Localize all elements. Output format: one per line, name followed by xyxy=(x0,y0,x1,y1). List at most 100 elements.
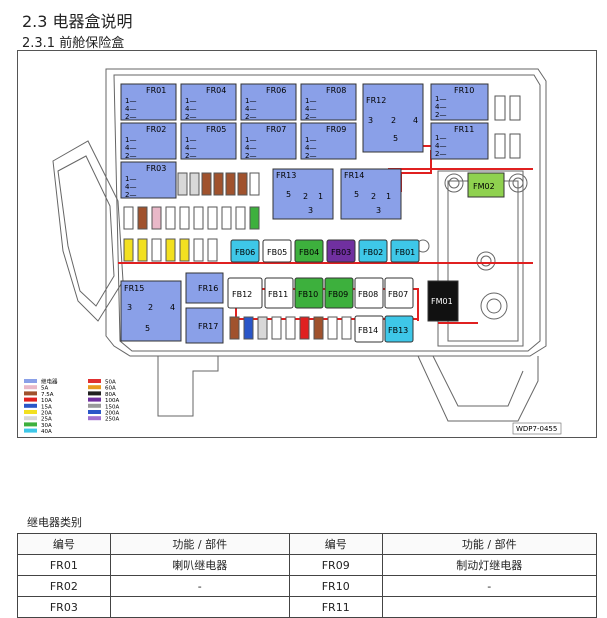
legend-label: 20A xyxy=(41,411,52,417)
svg-text:FB13: FB13 xyxy=(388,326,408,335)
svg-text:2—: 2— xyxy=(245,113,256,121)
svg-text:1—: 1— xyxy=(185,136,196,144)
legend-swatch xyxy=(88,403,101,408)
svg-text:4—: 4— xyxy=(125,144,136,152)
svg-text:1—: 1— xyxy=(305,97,316,105)
svg-text:FR11: FR11 xyxy=(454,125,474,134)
fuse-fb04: FB04 xyxy=(294,239,324,263)
svg-text:FM01: FM01 xyxy=(431,297,453,306)
svg-text:FR04: FR04 xyxy=(206,86,226,95)
svg-text:FB14: FB14 xyxy=(358,326,378,335)
relay-fr01-label: FR01 xyxy=(146,86,166,95)
table-cell: FR02 xyxy=(17,575,111,597)
table-row: FR02-FR10- xyxy=(17,575,598,597)
legend-label: 100A xyxy=(105,398,119,404)
legend-label: 80A xyxy=(105,392,116,398)
svg-text:2—: 2— xyxy=(185,113,196,121)
legend-swatch xyxy=(24,397,37,402)
legend-label: 150A xyxy=(105,404,119,410)
svg-text:2—: 2— xyxy=(125,152,136,160)
svg-text:4—: 4— xyxy=(435,103,446,111)
table-cell: FR01 xyxy=(17,554,111,576)
table-cell: FR09 xyxy=(288,554,383,576)
legend-label: 15A xyxy=(41,404,52,410)
fuse-fb13: FB13 xyxy=(384,315,414,343)
legend-swatch xyxy=(88,391,101,396)
legend-swatch xyxy=(24,428,37,433)
fuse-fb10: FB10 xyxy=(294,277,324,309)
relay-fr17: FR17 xyxy=(185,307,224,344)
housing-outline xyxy=(52,68,547,422)
relay-fr05: FR05 1—4—2— xyxy=(180,122,237,160)
svg-text:1—: 1— xyxy=(245,97,256,105)
relay-fr02: FR02 1—4—2— xyxy=(120,122,177,160)
table-cell: 喇叭继电器 xyxy=(109,554,290,576)
svg-text:FR02: FR02 xyxy=(146,125,166,134)
svg-text:2—: 2— xyxy=(305,152,316,160)
svg-text:FR08: FR08 xyxy=(326,86,346,95)
legend-label: 继电器 xyxy=(41,378,58,386)
svg-text:1—: 1— xyxy=(185,97,196,105)
table-cell: 制动灯继电器 xyxy=(381,554,598,576)
svg-text:4—: 4— xyxy=(245,144,256,152)
svg-text:FR15: FR15 xyxy=(124,284,144,293)
svg-text:4—: 4— xyxy=(305,105,316,113)
legend-label: 50A xyxy=(105,380,116,386)
svg-text:1—: 1— xyxy=(435,134,446,142)
svg-text:FR12: FR12 xyxy=(366,96,386,105)
svg-text:FR07: FR07 xyxy=(266,125,286,134)
legend-swatch xyxy=(24,385,37,390)
fuse-fb12: FB12 xyxy=(227,277,263,309)
legend-label: 40A xyxy=(41,429,52,435)
svg-text:4—: 4— xyxy=(125,183,136,191)
legend-label: 250A xyxy=(105,417,119,423)
section-title: 2.3 电器盒说明 xyxy=(22,12,133,31)
relay-fr11: FR11 1—4—2— xyxy=(430,122,489,160)
svg-text:FB07: FB07 xyxy=(388,290,408,299)
table-cell: - xyxy=(381,575,598,597)
svg-text:4—: 4— xyxy=(185,144,196,152)
legend-label: 60A xyxy=(105,386,116,392)
svg-text:FB11: FB11 xyxy=(268,290,288,299)
svg-text:1: 1 xyxy=(318,192,323,201)
svg-text:2—: 2— xyxy=(435,111,446,119)
svg-text:1—: 1— xyxy=(305,136,316,144)
svg-text:4: 4 xyxy=(413,116,418,125)
relay-table-header: 编号功能 / 部件编号功能 / 部件 xyxy=(17,533,598,555)
subsection-title: 2.3.1 前舱保险盒 xyxy=(22,36,125,51)
svg-text:1—: 1— xyxy=(125,97,136,105)
table-header-cell: 功能 / 部件 xyxy=(109,533,290,555)
legend-swatch xyxy=(88,379,101,383)
legend-label: 7.5A xyxy=(41,392,54,398)
relay-fr04: FR04 1—4—2— xyxy=(180,83,237,121)
svg-text:4—: 4— xyxy=(435,142,446,150)
legend-swatch xyxy=(88,397,101,402)
svg-text:2: 2 xyxy=(148,303,153,312)
svg-text:2—: 2— xyxy=(245,152,256,160)
fuse-fb07: FB07 xyxy=(384,277,414,309)
legend-swatch xyxy=(24,422,37,427)
svg-text:FR17: FR17 xyxy=(198,322,218,331)
svg-text:FB09: FB09 xyxy=(328,290,348,299)
svg-text:5: 5 xyxy=(354,190,359,199)
svg-text:5: 5 xyxy=(393,134,398,143)
svg-text:FB08: FB08 xyxy=(358,290,378,299)
svg-text:4—: 4— xyxy=(245,105,256,113)
svg-text:5: 5 xyxy=(145,324,150,333)
legend-label: 10A xyxy=(41,398,52,404)
svg-text:4—: 4— xyxy=(305,144,316,152)
table-cell: FR10 xyxy=(288,575,383,597)
legend-swatch xyxy=(24,379,37,383)
legend-label: 200A xyxy=(105,411,119,417)
svg-text:FB03: FB03 xyxy=(331,248,351,257)
legend-swatch xyxy=(88,385,101,390)
fuse-color-legend: 继电器5A7.5A10A15A20A25A30A40A50A60A80A100A… xyxy=(24,378,119,435)
legend-swatch xyxy=(88,416,101,421)
legend-swatch xyxy=(24,403,37,408)
svg-text:FB02: FB02 xyxy=(363,248,383,257)
fuse-box-diagram: FR01 1—4—2— FR04 1—4—2— FR06 1—4—2— FR08… xyxy=(17,50,597,438)
fuse-fb06: FB06 xyxy=(230,239,260,263)
svg-text:1—: 1— xyxy=(435,95,446,103)
